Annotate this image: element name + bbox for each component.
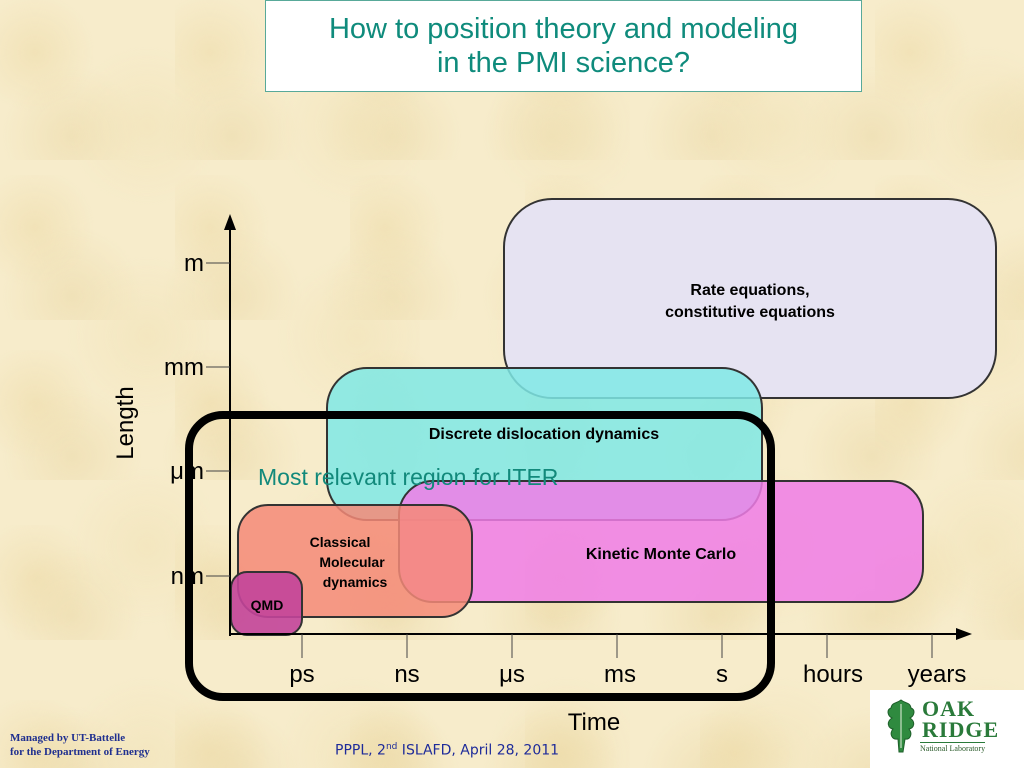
region-rate-label-1: Rate equations, xyxy=(690,282,809,299)
y-axis-arrowhead xyxy=(224,214,236,230)
y-axis-title: Length xyxy=(112,386,139,459)
slide-title-line2: in the PMI science? xyxy=(436,47,691,79)
x-tick-label-s: s xyxy=(716,661,728,688)
event-prefix: PPPL, 2 xyxy=(335,742,386,759)
managed-by-line1: Managed by UT-Battelle xyxy=(10,732,126,744)
region-cmd-label-2: Molecular xyxy=(319,554,385,570)
x-axis-title: Time xyxy=(568,709,620,736)
managed-by-line2: for the Department of Energy xyxy=(10,746,150,758)
event-footer: PPPL, 2nd ISLAFD, April 28, 2011 xyxy=(335,742,559,759)
y-tick-label-m: m xyxy=(184,250,204,277)
x-tick-label-hours: hours xyxy=(803,661,863,688)
slide-title-line1: How to position theory and modeling xyxy=(328,13,799,45)
x-tick-label-ms: ms xyxy=(604,661,636,688)
region-rate-label-2: constitutive equations xyxy=(665,304,835,321)
event-suffix: ISLAFD, April 28, 2011 xyxy=(397,742,560,759)
oak-ridge-logo: OAK RIDGE National Laboratory xyxy=(870,690,1024,768)
x-tick-label-us: μs xyxy=(499,661,525,688)
region-qmd-label: QMD xyxy=(251,597,284,613)
logo-oak: OAK xyxy=(922,696,976,721)
oak-leaf-icon xyxy=(887,699,915,753)
y-tick-label-mm: mm xyxy=(164,354,204,381)
x-tick-label-years: years xyxy=(908,661,967,688)
x-axis-arrowhead xyxy=(956,628,972,640)
x-tick-label-ps: ps xyxy=(289,661,314,688)
region-cmd-label-1: Classical xyxy=(310,534,371,550)
slide-title: How to position theory and modeling in t… xyxy=(265,0,862,92)
logo-ridge: RIDGE xyxy=(922,717,1000,742)
region-cmd-label-3: dynamics xyxy=(323,574,388,590)
region-ddd-label: Discrete dislocation dynamics xyxy=(429,426,659,443)
region-kmc-label: Kinetic Monte Carlo xyxy=(586,546,736,563)
x-tick-label-ns: ns xyxy=(394,661,419,688)
logo-national-laboratory: National Laboratory xyxy=(920,742,986,753)
managed-by-footer: Managed by UT-Battelle for the Departmen… xyxy=(10,731,150,759)
region-kinetic-monte-carlo xyxy=(398,480,924,603)
iter-relevant-region-outline xyxy=(185,411,775,701)
iter-relevant-region-label: Most relevant region for ITER xyxy=(258,464,558,490)
event-ordinal: nd xyxy=(385,742,398,752)
